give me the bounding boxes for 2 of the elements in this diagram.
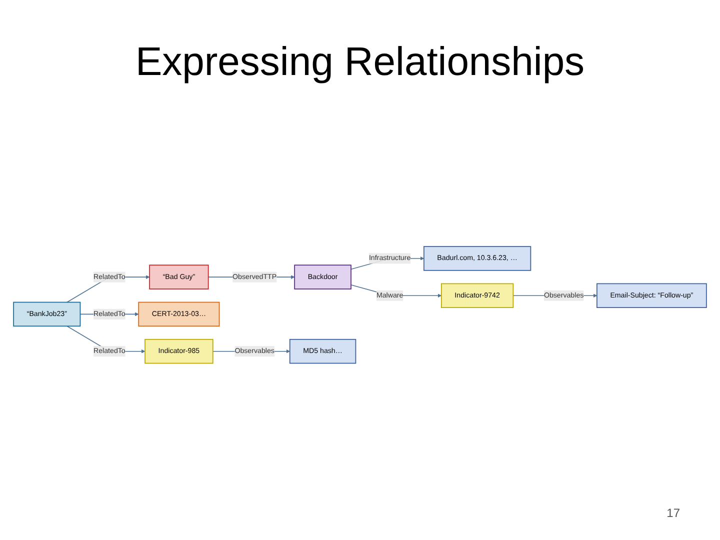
- page-number: 17: [666, 506, 680, 520]
- slide-title: Expressing Relationships: [134, 40, 586, 85]
